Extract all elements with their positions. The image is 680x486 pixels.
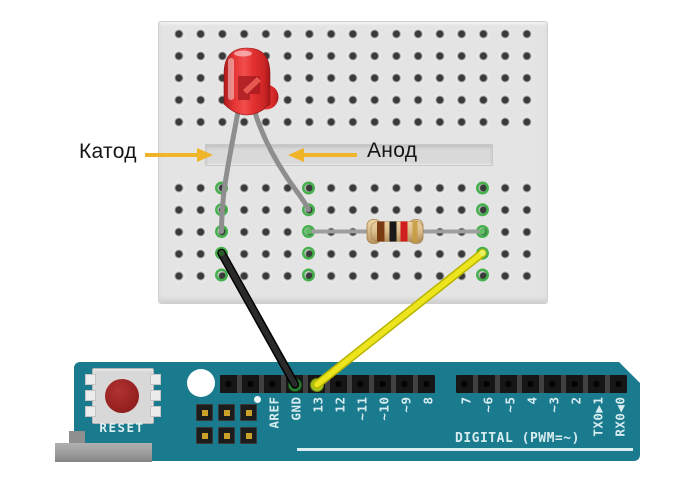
icsp-pin <box>218 427 235 444</box>
arduino-pin-label-gnd: GND <box>288 396 304 421</box>
icsp-pin <box>218 404 235 421</box>
pin1-marker-dot <box>254 396 261 403</box>
anode-label: Анод <box>367 139 418 162</box>
breadboard-holes-bottom <box>167 177 538 287</box>
power-jack-barrel <box>55 443 152 462</box>
icsp-pin <box>196 404 213 421</box>
arduino-pin-label: ~10 <box>376 396 392 421</box>
reset-button-tab <box>150 390 161 401</box>
reset-button-tab <box>85 390 96 401</box>
reset-button-cap[interactable] <box>105 379 139 413</box>
arduino-pin-label: 12 <box>332 396 348 413</box>
arduino-pin-label-tx: TX0▶1 <box>590 396 606 437</box>
arduino-pin-label <box>223 397 236 445</box>
reset-button-tab <box>85 406 96 417</box>
breadboard-center-groove <box>205 144 493 166</box>
reset-button-tab <box>150 374 161 385</box>
arduino-pin-label <box>245 397 258 445</box>
digital-header-right <box>456 375 627 393</box>
arduino-pin-label-rx: RX0◀0 <box>612 396 628 437</box>
arduino-pin-label: ~11 <box>354 396 370 421</box>
digital-header-left <box>220 375 435 393</box>
arduino-pin-label-13: 13 <box>310 396 326 413</box>
arduino-pin-label-aref: AREF <box>266 396 282 429</box>
reset-label: RESET <box>99 420 145 435</box>
icsp-pin <box>240 427 257 444</box>
cathode-label: Катод <box>79 140 137 163</box>
icsp-pin <box>240 404 257 421</box>
arduino-pin-label: ~9 <box>398 396 414 413</box>
mounting-hole <box>187 369 215 397</box>
breadboard-holes-top <box>167 23 538 133</box>
arduino-pin-label: 8 <box>420 396 436 405</box>
silkscreen-line <box>297 448 633 451</box>
power-jack <box>69 431 85 445</box>
reset-button-tab <box>85 374 96 385</box>
breadboard <box>158 21 548 304</box>
reset-button-tab <box>150 406 161 417</box>
digital-pwm-label: DIGITAL (PWM=~) <box>455 431 580 446</box>
icsp-pin <box>196 427 213 444</box>
